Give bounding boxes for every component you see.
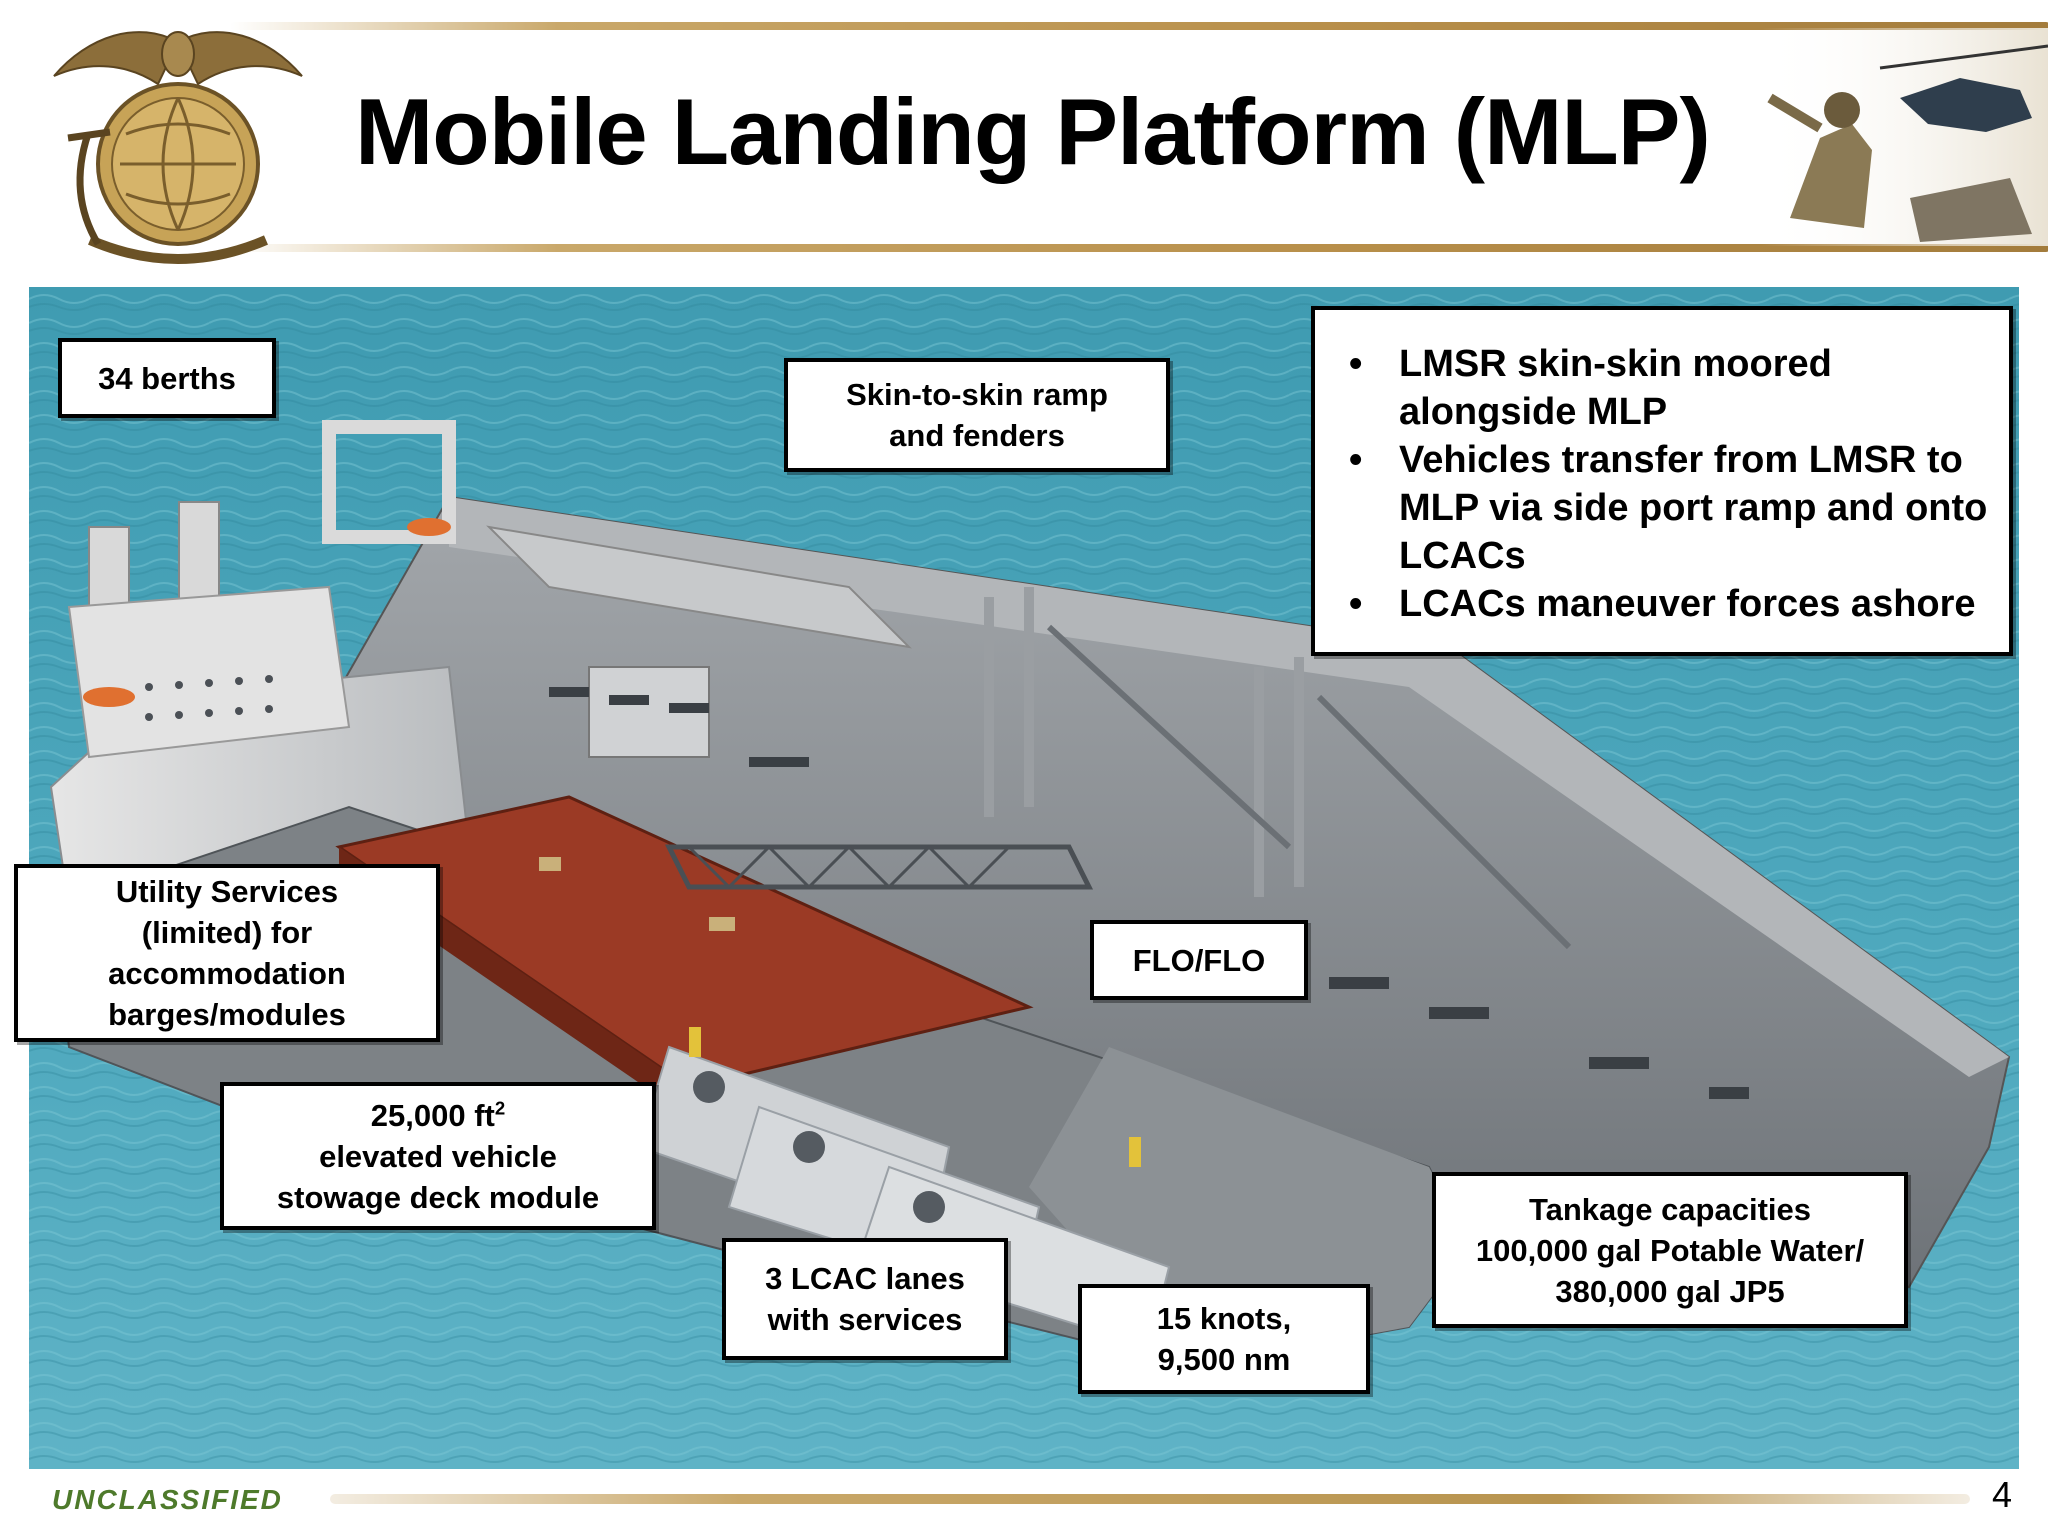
page-number: 4 (1991, 1474, 2012, 1515)
classification-label: UNCLASSIFIED (52, 1484, 283, 1515)
summary-bullets-box: LMSR skin-skin moored alongside MLP Vehi… (1311, 306, 2013, 656)
callout-tank-line1: Tankage capacities (1528, 1191, 1811, 1227)
soldier-helicopter-collage-icon (1760, 28, 2048, 246)
summary-bullet-2: Vehicles transfer from LMSR to MLP via s… (1345, 436, 1991, 580)
summary-bullet-1: LMSR skin-skin moored alongside MLP (1345, 340, 1991, 436)
callout-berths-text: 34 berths (98, 360, 236, 396)
callout-speed-range: 15 knots, 9,500 nm (1078, 1284, 1370, 1394)
callout-flo-flo: FLO/FLO (1090, 920, 1308, 1000)
callout-ramp-line1: Skin-to-skin ramp (846, 377, 1108, 412)
callout-deck-superscript: 2 (494, 1097, 506, 1119)
callout-speed-line2: 9,500 nm (1157, 1342, 1291, 1377)
summary-bullet-3: LCACs maneuver forces ashore (1345, 580, 1991, 628)
callout-utility-line2: (limited) for (141, 915, 313, 950)
callout-vehicle-deck: 25,000 ft2 elevated vehicle stowage deck… (220, 1082, 656, 1230)
callout-lanes-line1: 3 LCAC lanes (765, 1261, 965, 1296)
callout-deck-area: 25,000 ft (370, 1097, 495, 1133)
callout-utility-line4: barges/modules (108, 997, 346, 1032)
eagle-globe-anchor-emblem-icon (53, 31, 303, 264)
callout-lcac-lanes: 3 LCAC lanes with services (722, 1238, 1008, 1360)
callout-tankage: Tankage capacities 100,000 gal Potable W… (1432, 1172, 1908, 1328)
header-rule-top (230, 22, 2048, 30)
callout-tank-line2: 100,000 gal Potable Water/ (1475, 1232, 1865, 1268)
callout-deck-line1: 25,000 ft2 (371, 1095, 505, 1136)
summary-bullet-list: LMSR skin-skin moored alongside MLP Vehi… (1345, 340, 1991, 628)
callout-tank-line3: 380,000 gal JP5 (1555, 1273, 1785, 1309)
callout-deck-line2: elevated vehicle (319, 1138, 557, 1174)
callout-utility-line1: Utility Services (115, 874, 339, 909)
callout-ramp-line2: and fenders (889, 418, 1065, 453)
callout-ramp-fenders: Skin-to-skin ramp and fenders (784, 358, 1170, 472)
slide-title: Mobile Landing Platform (MLP) (355, 79, 1711, 184)
callout-utility-services: Utility Services (limited) for accommoda… (14, 864, 440, 1042)
callout-lanes-line2: with services (767, 1302, 963, 1337)
callout-speed-line1: 15 knots, (1156, 1301, 1292, 1336)
callout-deck-line3: stowage deck module (276, 1179, 600, 1215)
callout-utility-line3: accommodation (108, 956, 346, 991)
callout-berths: 34 berths (58, 338, 276, 418)
callout-flo-text: FLO/FLO (1132, 942, 1266, 978)
footer-rule (330, 1494, 1970, 1504)
header-rule-bottom (230, 244, 2048, 252)
